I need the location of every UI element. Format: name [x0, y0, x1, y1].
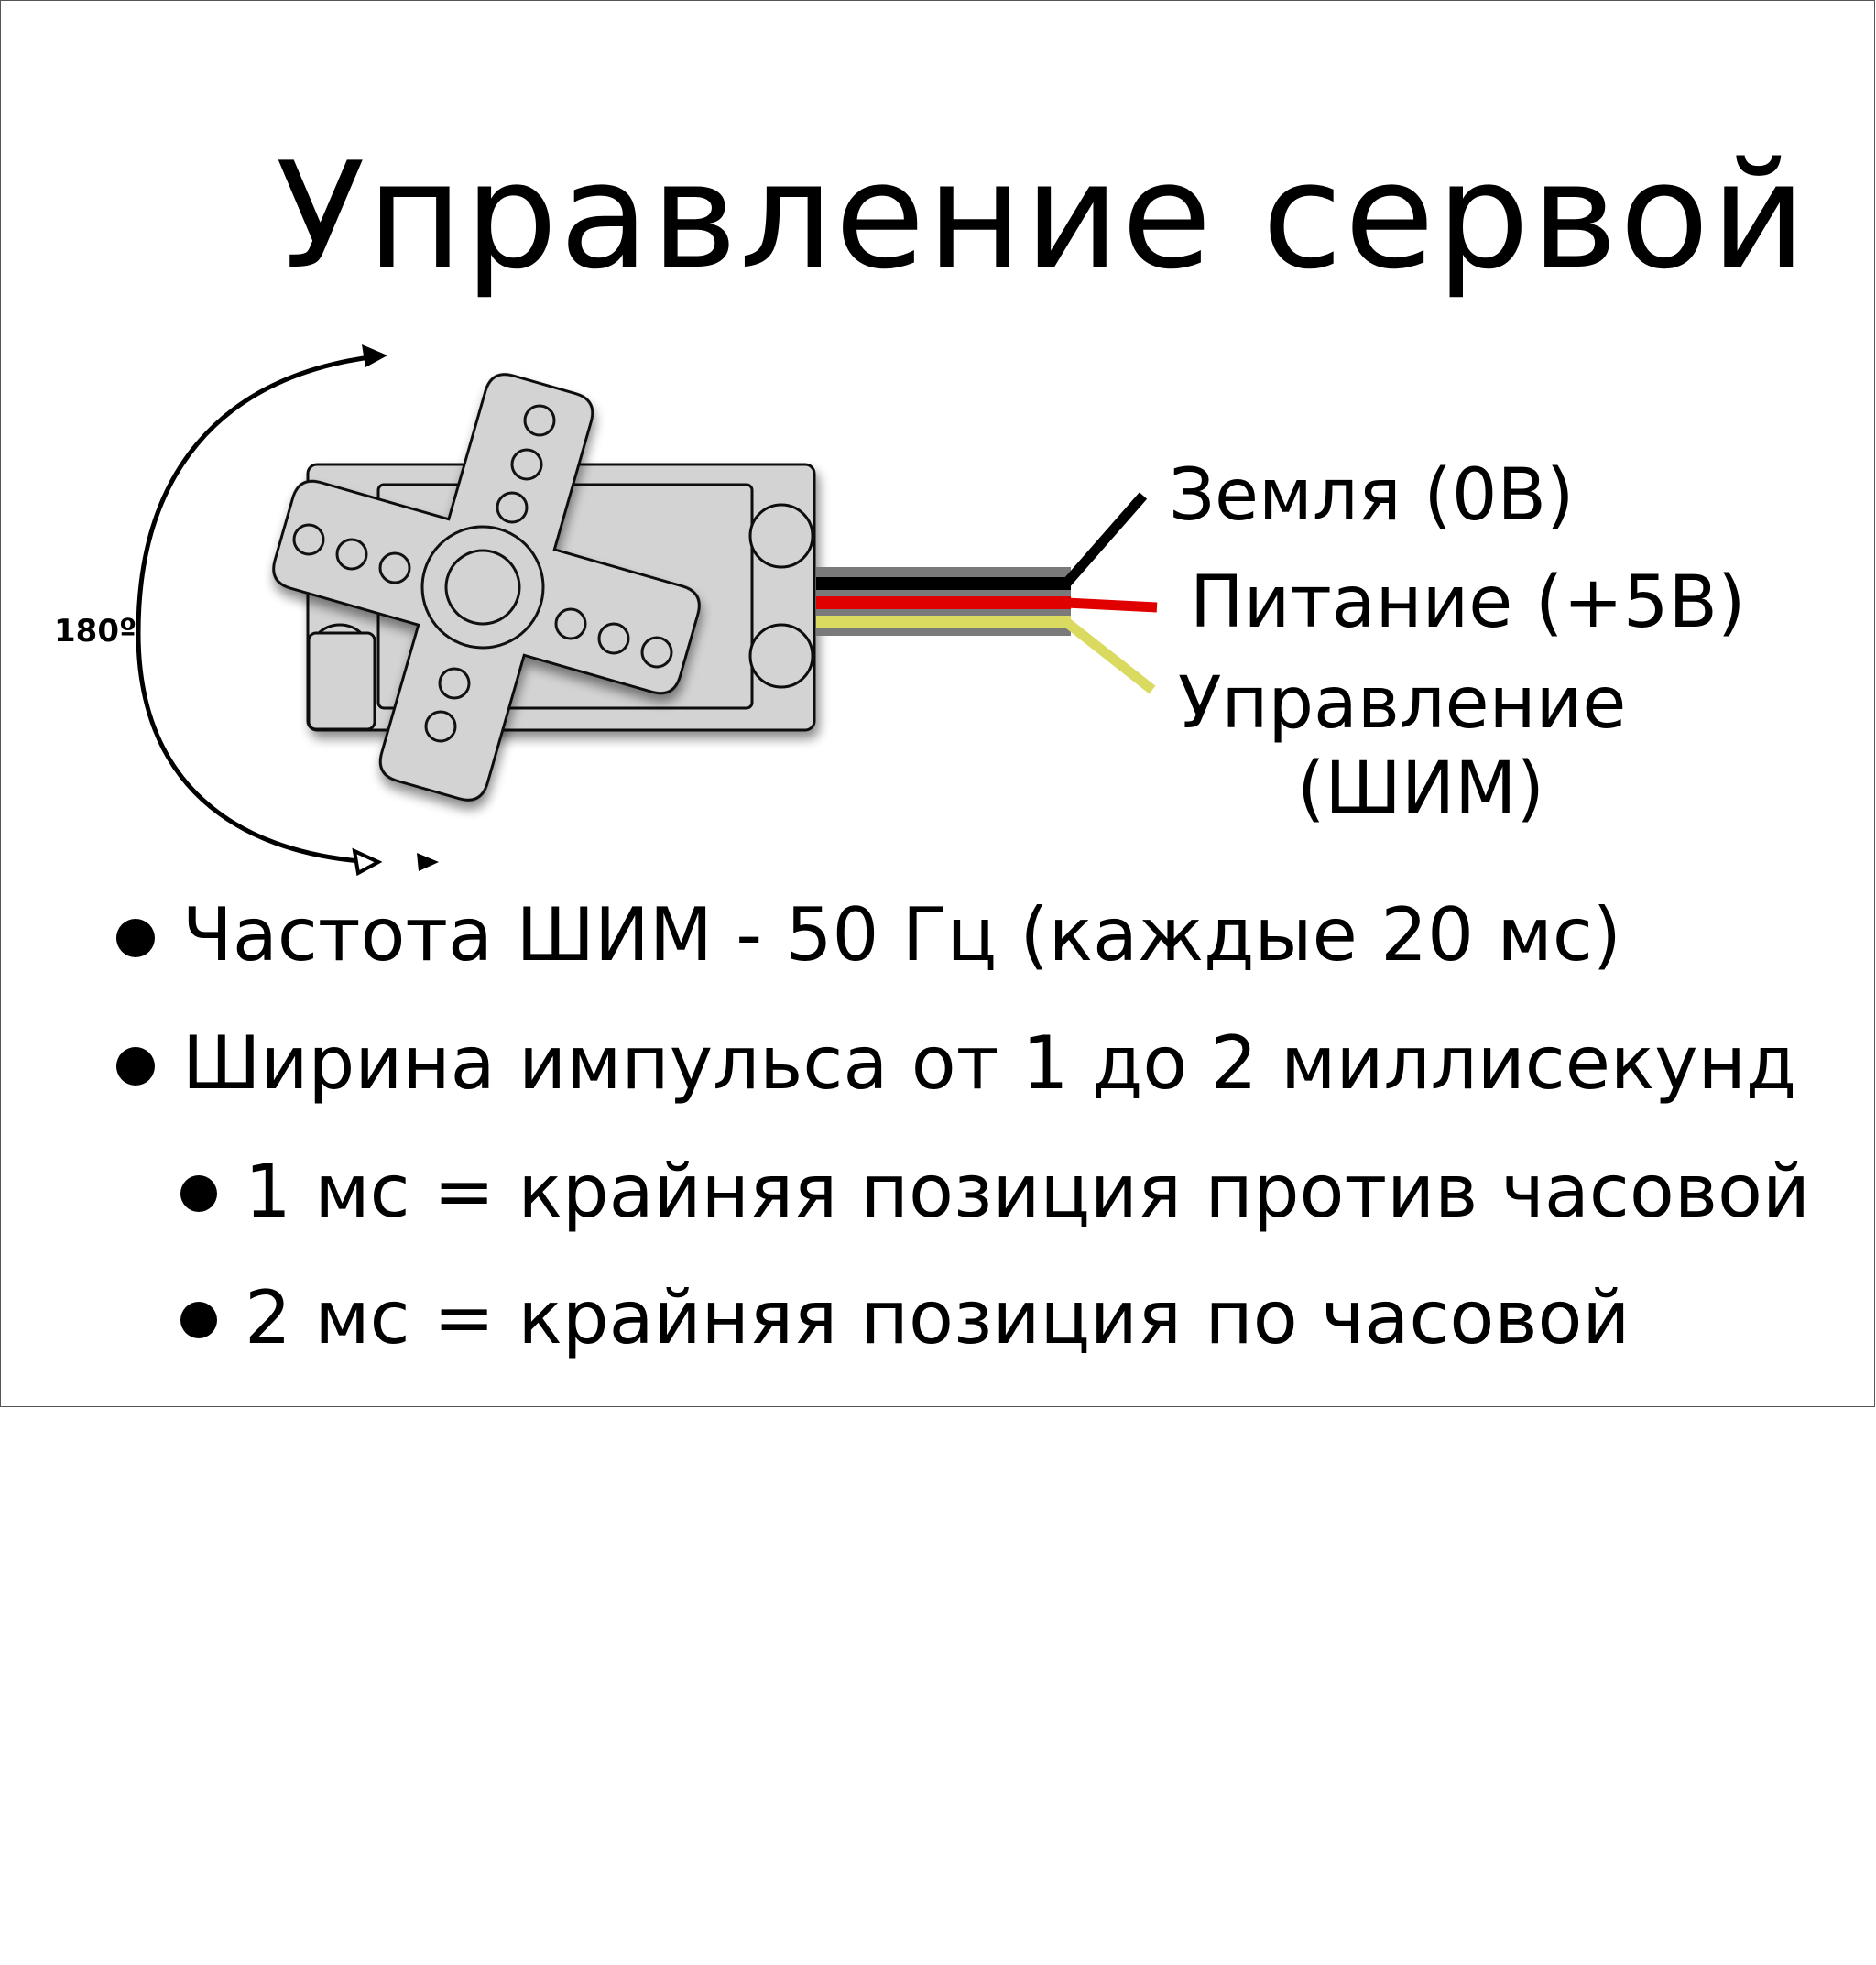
bullet-text: Ширина импульса от 1 до 2 миллисекунд [182, 1021, 1797, 1106]
slide: Управление сервой [0, 0, 1875, 1407]
arrow-head-top-icon [362, 344, 387, 367]
bullet-text: Частота ШИМ - 50 Гц (каждые 20 мс) [182, 892, 1622, 977]
slide-title: Управление сервой [276, 130, 1808, 301]
servo-diagram [136, 344, 1158, 877]
angle-label: 180º [54, 613, 137, 650]
bullet-text: 1 мс = крайняя позиция против часовой [245, 1149, 1810, 1234]
horn-holes [292, 404, 673, 743]
wire-label-control-sub: (ШИМ) [1297, 748, 1544, 830]
mount-hole [748, 503, 814, 569]
wire-label-power: Питание (+5В) [1190, 562, 1746, 644]
arrow-tick-icon [417, 853, 439, 871]
wire-control [1063, 617, 1156, 694]
mount-hole [748, 623, 814, 689]
wire-power [1065, 597, 1158, 613]
rotation-arc [136, 344, 439, 877]
bullet-dot-icon [180, 1302, 217, 1338]
wire-ground [1062, 492, 1148, 587]
wire-bundle [816, 567, 1071, 636]
bullet-dot-icon [180, 1175, 217, 1212]
bullet-dot-icon [116, 1047, 155, 1086]
wire-label-ground: Земля (0В) [1169, 454, 1575, 537]
bullet-dot-icon [116, 919, 155, 957]
bullet-text: 2 мс = крайняя позиция по часовой [245, 1275, 1631, 1360]
arrow-head-bottom-icon [352, 847, 383, 877]
wire-label-control: Управление [1178, 662, 1627, 745]
